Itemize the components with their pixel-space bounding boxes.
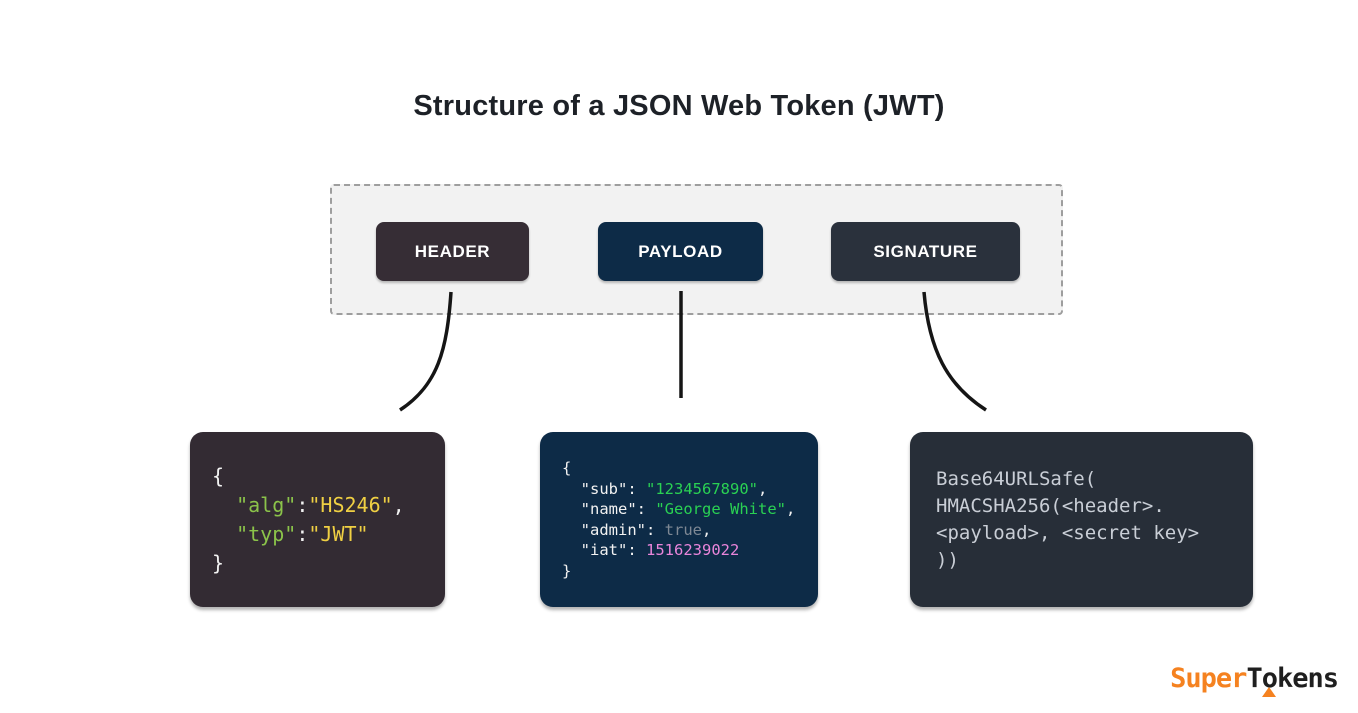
jwt-token-strip: HEADER PAYLOAD SIGNATURE bbox=[330, 184, 1063, 315]
code-line: "typ":"JWT" bbox=[236, 521, 369, 546]
code-line: <payload>, <secret key> bbox=[936, 521, 1200, 544]
header-json-block: { "alg":"HS246", "typ":"JWT"} bbox=[190, 432, 445, 607]
logo-o-text: o bbox=[1261, 663, 1278, 694]
code-line: HMACSHA256(<header>. bbox=[936, 494, 1165, 517]
logo-t-text: T bbox=[1246, 663, 1262, 694]
code-line: } bbox=[562, 561, 572, 580]
signature-code-block: Base64URLSafe( HMACSHA256(<header>. <paylo… bbox=[910, 432, 1253, 607]
code-line: "alg":"HS246", bbox=[236, 492, 405, 517]
segment-header-label: HEADER bbox=[414, 241, 491, 261]
code-line: } bbox=[212, 550, 225, 575]
segment-payload: PAYLOAD bbox=[598, 222, 763, 281]
code-line: { bbox=[212, 463, 225, 488]
logo-super-text: Super bbox=[1170, 663, 1247, 694]
segment-header: HEADER bbox=[376, 222, 529, 281]
segment-payload-label: PAYLOAD bbox=[638, 241, 723, 261]
page-title: Structure of a JSON Web Token (JWT) bbox=[413, 90, 945, 122]
code-line: "name": "George White", bbox=[580, 500, 796, 518]
logo-lock-mark-icon bbox=[1262, 687, 1277, 697]
code-line: { bbox=[562, 459, 572, 477]
code-line: "admin": true, bbox=[580, 520, 712, 539]
segment-signature-label: SIGNATURE bbox=[873, 241, 978, 261]
code-line: Base64URLSafe( bbox=[936, 467, 1097, 490]
code-line: "sub": "1234567890", bbox=[580, 479, 768, 498]
segment-signature: SIGNATURE bbox=[831, 222, 1020, 281]
code-line: )) bbox=[936, 548, 959, 571]
code-line: "iat": 1516239022 bbox=[580, 541, 740, 559]
logo-kens-text: kens bbox=[1276, 663, 1339, 694]
payload-json-block: { "sub": "1234567890", "name": "George W… bbox=[540, 432, 818, 607]
